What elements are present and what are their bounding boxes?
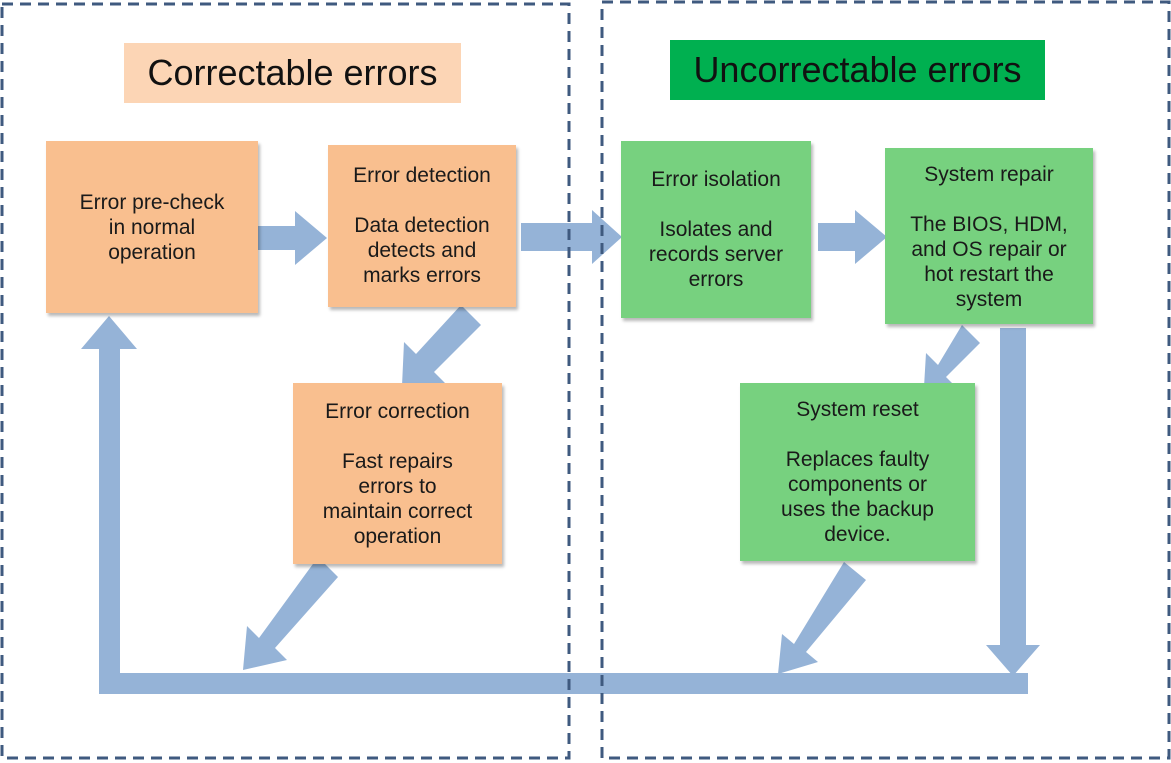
correctable-section-frame xyxy=(0,2,571,760)
uncorrectable-section-frame xyxy=(600,0,1171,760)
arrow-isolation-to-repair xyxy=(818,210,887,264)
precheck-box: Error pre-check in normal operation xyxy=(46,141,258,313)
repair-box: System repair The BIOS, HDM, and OS repa… xyxy=(885,148,1093,324)
arrow-detection-to-correction xyxy=(402,305,481,386)
detection-title: Error detection xyxy=(353,164,491,187)
uncorrectable-header-label: Uncorrectable errors xyxy=(693,49,1022,90)
isolation-title: Error isolation xyxy=(651,168,781,191)
repair-body: The BIOS, HDM, and OS repair or hot rest… xyxy=(910,213,1068,311)
reset-body: Replaces faulty components or uses the b… xyxy=(781,448,934,546)
arrow-repair-down xyxy=(986,328,1040,676)
arrow-reset-to-loop xyxy=(778,562,866,674)
arrow-correction-to-loop xyxy=(243,557,338,670)
isolation-body: Isolates and records server errors xyxy=(648,218,784,291)
isolation-box: Error isolation Isolates and records ser… xyxy=(621,141,811,318)
correction-box: Error correction Fast repairs errors to … xyxy=(293,383,502,564)
correctable-header: Correctable errors xyxy=(124,43,461,103)
uncorrectable-header: Uncorrectable errors xyxy=(670,40,1045,100)
correctable-header-label: Correctable errors xyxy=(147,52,438,93)
arrow-repair-to-reset xyxy=(924,325,980,389)
precheck-text: Error pre-check in normal operation xyxy=(79,190,225,264)
reset-box: System reset Replaces faulty components … xyxy=(740,383,975,561)
repair-title: System repair xyxy=(924,163,1054,186)
correction-title: Error correction xyxy=(325,400,470,423)
arrow-detection-to-isolation xyxy=(521,210,622,264)
reset-title: System reset xyxy=(796,398,919,421)
detection-box: Error detection Data detection detects a… xyxy=(328,145,516,307)
correction-body: Fast repairs errors to maintain correct … xyxy=(322,450,473,548)
detection-body: Data detection detects and marks errors xyxy=(354,214,490,287)
arrow-precheck-to-detection xyxy=(258,211,327,265)
